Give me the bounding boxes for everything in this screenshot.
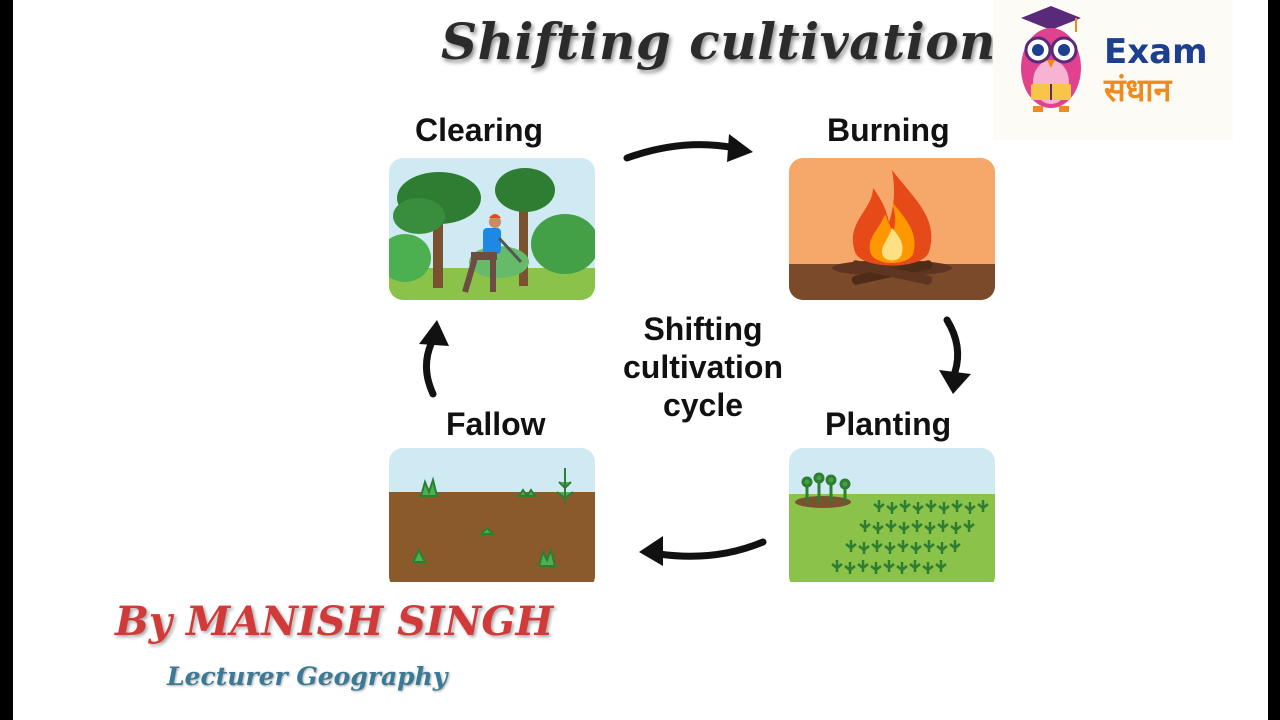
stage-label-planting: Planting [825, 406, 952, 442]
burning-panel [789, 158, 995, 300]
logo-text-sandhan: संधान [1104, 71, 1172, 109]
logo-text-exam: Exam [1104, 32, 1208, 72]
forest-clearing-icon [389, 158, 595, 300]
arrow-planting-to-fallow [639, 536, 767, 566]
page-title: Shifting cultivation [441, 12, 996, 71]
stage-label-burning: Burning [827, 112, 950, 148]
author-role: Lecturer Geography [167, 662, 448, 691]
author-name: By MANISH SINGH [115, 598, 554, 645]
stage-label-clearing: Clearing [415, 112, 544, 148]
stage-label-fallow: Fallow [446, 406, 546, 442]
planting-panel [789, 448, 995, 590]
arrow-clearing-to-burning [623, 134, 753, 162]
arrow-burning-to-planting [939, 316, 971, 394]
fallow-panel [389, 448, 595, 590]
clearing-panel [389, 158, 595, 300]
center-label-line-3: cycle [662, 387, 744, 423]
center-label-line-2: cultivation [622, 349, 783, 385]
cycle-center-label: Shifting cultivation cycle [603, 310, 803, 424]
center-label-line-1: Shifting [643, 311, 763, 347]
fallow-field-icon [389, 448, 595, 582]
slide: Shifting cultivation Exam संधान Clearing… [13, 0, 1268, 720]
arrow-fallow-to-clearing [419, 320, 449, 398]
seedlings-icon [789, 448, 995, 582]
fire-icon [789, 158, 995, 300]
owl-logo-icon [1021, 6, 1081, 112]
logo [993, 0, 1233, 140]
